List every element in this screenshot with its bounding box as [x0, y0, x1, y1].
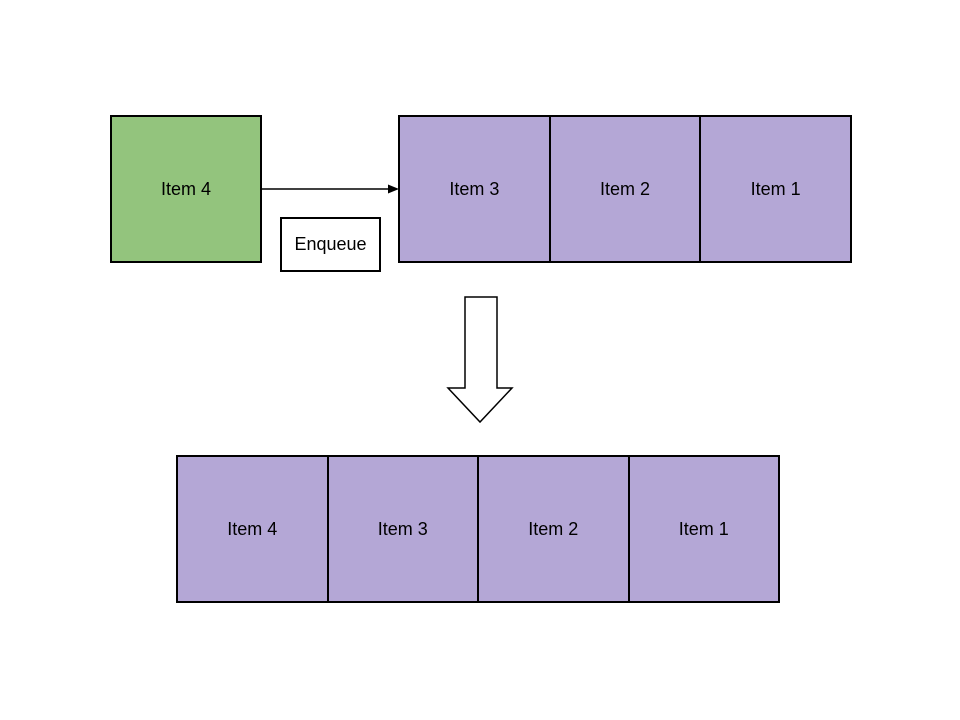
queue-cell-label: Item 2 [528, 518, 579, 539]
queue-cell-label: Item 3 [377, 518, 428, 539]
queue-after-row: Item 4 Item 3 Item 2 Item 1 [176, 455, 780, 603]
incoming-item-box: Item 4 [110, 115, 262, 263]
queue-cell-label: Item 4 [227, 518, 278, 539]
enqueue-label-box: Enqueue [280, 217, 381, 272]
queue-cell-label: Item 2 [599, 178, 651, 199]
queue-cell-label: Item 3 [449, 178, 500, 199]
queue-cell-label: Item 1 [750, 178, 801, 199]
queue-cell: Item 1 [627, 457, 778, 601]
queue-cell: Item 1 [699, 117, 851, 261]
queue-cell: Item 2 [548, 117, 700, 261]
queue-cell-label: Item 1 [678, 518, 729, 539]
queue-before-row: Item 3 Item 2 Item 1 [398, 115, 852, 263]
enqueue-label: Enqueue [294, 234, 367, 254]
queue-cell: Item 4 [178, 457, 327, 601]
arrow-down-icon [446, 296, 514, 424]
queue-cell: Item 3 [400, 117, 549, 261]
arrow-right-icon [261, 184, 399, 194]
incoming-item-label: Item 4 [160, 178, 212, 199]
queue-cell: Item 2 [477, 457, 628, 601]
queue-cell: Item 3 [326, 457, 477, 601]
